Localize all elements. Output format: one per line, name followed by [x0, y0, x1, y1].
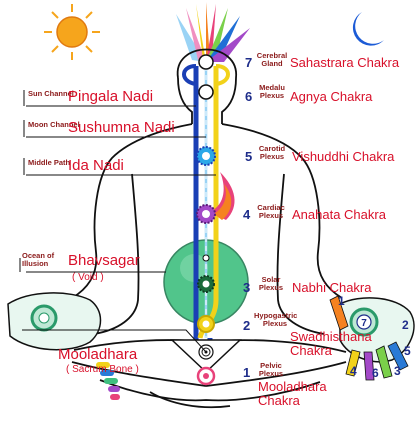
hand-number-5: 5: [404, 344, 411, 358]
chakra-6-name: Agnya Chakra: [290, 89, 373, 104]
chakra-2-gland: Hypogastric Plexus: [254, 311, 298, 328]
hand-number-4: 4: [350, 364, 357, 378]
sushumna-label: Sushumna Nadi: [68, 119, 175, 136]
hand-number-2: 2: [402, 318, 409, 332]
hand-number-1: 1: [338, 294, 345, 308]
chakra-5-number: 5: [245, 149, 253, 164]
right-hand: 7: [329, 295, 415, 381]
bhavsagar-label: Bhavsagar: [68, 252, 140, 269]
chakra-5-gland: Carotid Plexus: [258, 144, 286, 161]
bhavsagar-caption: Ocean of Illusion: [22, 251, 55, 268]
chakra-1-gland: Pelvic Plexus: [258, 361, 284, 378]
chakra-2-name: Swadhisthana Chakra: [290, 329, 372, 358]
chakra-1-node: [196, 366, 216, 386]
chakra-4-name: Anahata Chakra: [292, 207, 386, 222]
mooladhara-left-sub: ( Sacrum Bone ): [66, 364, 139, 375]
chakra-6-gland: Medalu Plexus: [259, 83, 285, 100]
chakra-7-gland: Cerebral Gland: [256, 51, 288, 68]
bhavsagar-sub: ( Void ): [72, 272, 104, 283]
chakra-5-name: Vishuddhi Chakra: [292, 149, 395, 164]
chakra-3-name: Nabhi Chakra: [292, 280, 372, 295]
chakra-2-number: 2: [243, 318, 251, 333]
pingala-caption: Sun Channel: [28, 89, 74, 98]
chakra-3-number: 3: [243, 280, 251, 295]
left-leader-lines: [19, 90, 216, 353]
left-hand: [7, 292, 120, 400]
mooladhara-left-label: Mooladhara: [58, 346, 138, 363]
hand-number-3: 3: [394, 364, 401, 378]
chakra-4-number: 4: [243, 207, 251, 222]
chakra-1-number: 1: [243, 365, 251, 380]
sushumna-caption: Moon Channel: [28, 120, 80, 129]
chakra-3-node: [197, 254, 215, 293]
chakra-4-gland: Cardiac Plexus: [257, 203, 285, 220]
chakra-5-node: [196, 146, 216, 166]
pingala-label: Pingala Nadi: [68, 88, 154, 105]
chakra-1-name: Mooladhara Chakra: [258, 379, 327, 408]
chakra-4-node: [196, 172, 235, 224]
chakra-3-gland: Solar Plexus: [258, 275, 284, 292]
ida-label: Ida Nadi: [68, 157, 124, 174]
sun-icon: [44, 4, 100, 60]
mooladhara-triangle: [170, 339, 242, 374]
chakra-7-number: 7: [245, 55, 253, 70]
chakra-6-node: [198, 84, 214, 100]
chakra-7-name: Sahastrara Chakra: [290, 55, 400, 70]
chakra-6-number: 6: [245, 89, 253, 104]
chakra-2-node: [197, 315, 215, 333]
crown-rays-icon: [176, 2, 250, 62]
moon-icon: [352, 12, 384, 46]
svg-text:7: 7: [361, 318, 367, 329]
hand-number-6: 6: [372, 366, 379, 380]
chakra-7-node: [198, 54, 214, 70]
ida-caption: Middle Path: [28, 158, 71, 167]
